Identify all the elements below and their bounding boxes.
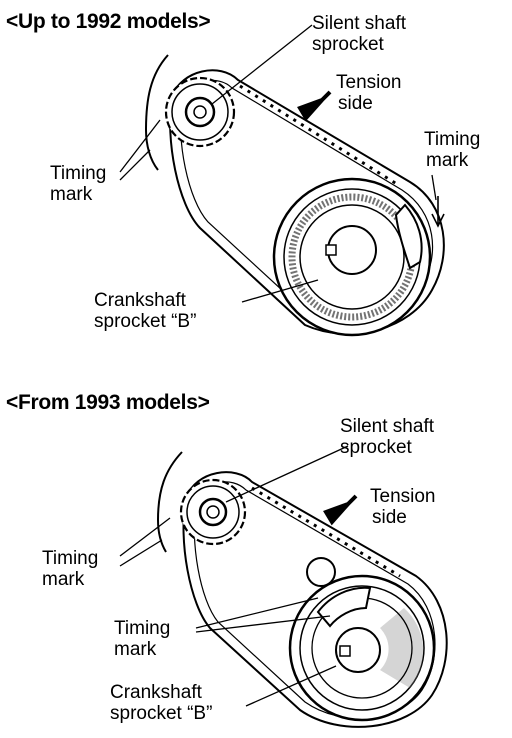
label-tension-line1: Tension [370,486,436,507]
silent-shaft-sprocket [179,478,247,546]
label-silent-shaft-line1: Silent shaft [340,416,434,437]
label-crankshaft-sprocket: Crankshaft sprocket “B” [110,682,212,724]
crankshaft-sprocket [272,177,432,337]
label-crankshaft-line1: Crankshaft [94,290,186,311]
label-timing-mark-right: Timing mark [424,129,480,171]
belt-drive-drawing-1992 [119,24,445,337]
diagram-up-to-1992: <Up to 1992 models> Silent shaft sprocke… [6,10,480,337]
heading-up-to-1992: <Up to 1992 models> [6,10,211,33]
label-crankshaft-line1: Crankshaft [110,682,202,703]
silent-shaft-sprocket [164,76,236,148]
label-timing-mark-left: Timing mark [42,548,98,590]
tension-arrow [323,494,358,526]
diagram-from-1993: <From 1993 models> Silent shaft sprocket… [0,370,512,738]
timing-belt [169,69,445,335]
label-timing-left-line2: mark [50,184,93,205]
leader-lines-1992 [119,24,437,303]
label-timing-mark-left: Timing mark [50,163,106,205]
label-silent-shaft-line2: sprocket [312,34,384,55]
label-silent-shaft: Silent shaft sprocket [340,416,434,458]
label-silent-shaft-line2: sprocket [340,437,412,458]
label-crankshaft-sprocket: Crankshaft sprocket “B” [94,290,196,332]
belt-drive-drawing-1993 [119,445,448,728]
idler-pulley [306,557,336,587]
label-timing-right-line1: Timing [424,129,481,150]
label-crankshaft-line2: sprocket “B” [110,703,213,724]
label-tension-line2: side [372,507,407,528]
label-timing-mid-line1: Timing [114,618,171,639]
label-timing-left-line2: mark [42,569,85,590]
label-timing-left-line1: Timing [42,548,99,569]
label-tension-line1: Tension [336,72,402,93]
timing-cover-edge [144,54,169,171]
label-silent-shaft-line1: Silent shaft [312,13,406,34]
label-tension-side: Tension side [370,486,436,528]
timing-cover-edge [156,451,183,553]
timing-belt [182,471,448,728]
label-tension-line2: side [338,93,373,114]
label-timing-mid-line2: mark [114,639,157,660]
belt-teeth [251,486,401,578]
label-silent-shaft: Silent shaft sprocket [312,13,406,55]
leader-lines-1993 [119,445,349,707]
label-crankshaft-line2: sprocket “B” [94,311,197,332]
crankshaft-sprocket [288,574,436,722]
label-timing-right-line2: mark [426,150,469,171]
label-tension-side: Tension side [336,72,402,114]
tension-arrow [297,90,332,122]
heading-from-1993: <From 1993 models> [6,391,210,414]
timing-mark-arrow-right [431,196,445,228]
label-timing-mark-mid: Timing mark [114,618,170,660]
label-timing-left-line1: Timing [50,163,107,184]
